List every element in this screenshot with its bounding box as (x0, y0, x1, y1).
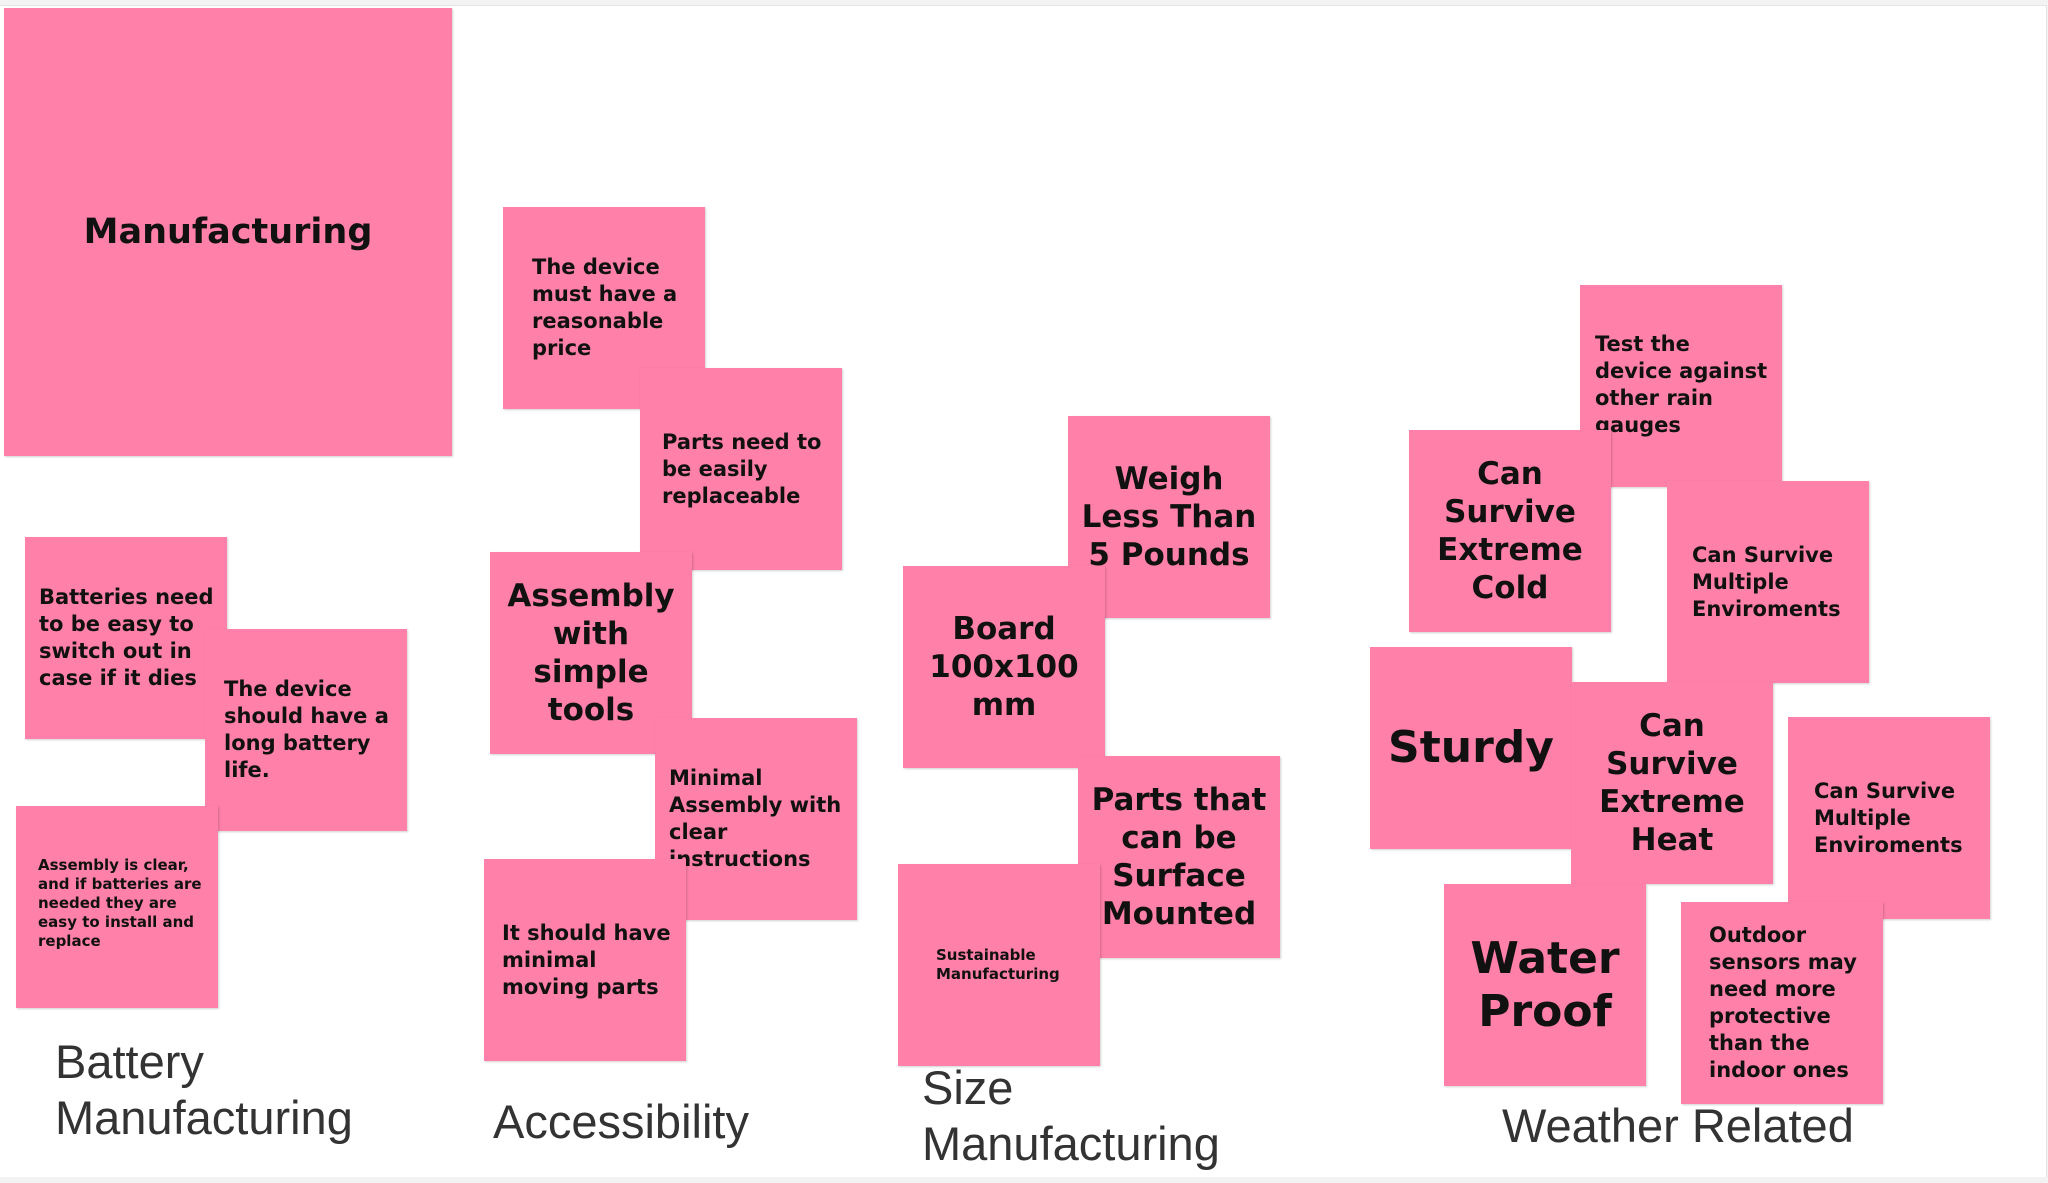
note-text: Can Survive Extreme Cold (1437, 456, 1583, 606)
group-label-accessibility: Accessibility (493, 1095, 749, 1148)
sticky-note-extreme-heat[interactable]: Can Survive Extreme Heat (1571, 682, 1773, 884)
note-text: Parts that can be Surface Mounted (1091, 782, 1267, 932)
sticky-note-assembly-simple-tools[interactable]: Assembly with simple tools (490, 552, 692, 754)
sticky-note-manufacturing[interactable]: Manufacturing (4, 8, 452, 456)
note-text: Assembly with simple tools (507, 578, 675, 728)
note-text: The device should have a long battery li… (224, 677, 389, 782)
note-text: Parts need to be easily replaceable (662, 429, 822, 508)
note-text: Assembly is clear, and if batteries are … (38, 856, 202, 950)
note-text: Sustainable Manufacturing (936, 946, 1060, 983)
note-text: Weigh Less Than 5 Pounds (1081, 461, 1257, 573)
sticky-note-board-size[interactable]: Board 100x100 mm (903, 566, 1105, 768)
sticky-note-assembly-clear[interactable]: Assembly is clear, and if batteries are … (16, 806, 218, 1008)
sticky-note-extreme-cold[interactable]: Can Survive Extreme Cold (1409, 430, 1611, 632)
note-text: Can Survive Multiple Enviroments (1814, 778, 1963, 857)
group-label-battery-manufacturing: Battery Manufacturing (55, 1035, 353, 1144)
sticky-note-minimal-moving-parts[interactable]: It should have minimal moving parts (484, 859, 686, 1061)
note-text: Minimal Assembly with clear instructions (669, 766, 842, 871)
note-text: Test the device against other rain gauge… (1595, 332, 1768, 437)
sticky-note-outdoor-sensors[interactable]: Outdoor sensors may need more protective… (1681, 902, 1883, 1104)
note-text: Batteries need to be easy to switch out … (39, 585, 214, 690)
note-text: Water Proof (1470, 933, 1620, 1037)
sticky-note-minimal-assembly[interactable]: Minimal Assembly with clear instructions (655, 718, 857, 920)
group-label-weather-related: Weather Related (1502, 1099, 1854, 1152)
sticky-note-water-proof[interactable]: Water Proof (1444, 884, 1646, 1086)
sticky-note-test-rain-gauges[interactable]: Test the device against other rain gauge… (1580, 285, 1782, 487)
sticky-note-multiple-enviroments-1[interactable]: Can Survive Multiple Enviroments (1667, 481, 1869, 683)
sticky-note-long-battery-life[interactable]: The device should have a long battery li… (205, 629, 407, 831)
note-text: It should have minimal moving parts (502, 920, 671, 999)
sticky-note-surface-mounted[interactable]: Parts that can be Surface Mounted (1078, 756, 1280, 958)
note-text: Board 100x100 mm (929, 611, 1079, 723)
sticky-note-parts-replaceable[interactable]: Parts need to be easily replaceable (640, 368, 842, 570)
sticky-note-sustainable[interactable]: Sustainable Manufacturing (898, 864, 1100, 1066)
sticky-note-multiple-enviroments-2[interactable]: Can Survive Multiple Enviroments (1788, 717, 1990, 919)
note-text: Can Survive Extreme Heat (1599, 708, 1745, 858)
sticky-note-reasonable-price[interactable]: The device must have a reasonable price (503, 207, 705, 409)
sticky-note-sturdy[interactable]: Sturdy (1370, 647, 1572, 849)
note-text: Outdoor sensors may need more protective… (1709, 923, 1857, 1082)
group-label-size-manufacturing: Size Manufacturing (922, 1061, 1220, 1170)
note-text: Can Survive Multiple Enviroments (1692, 542, 1841, 621)
note-text: Manufacturing (83, 212, 373, 252)
note-text: The device must have a reasonable price (532, 255, 678, 360)
sticky-note-batteries-easy-switch[interactable]: Batteries need to be easy to switch out … (25, 537, 227, 739)
note-text: Sturdy (1388, 722, 1554, 773)
whiteboard-canvas[interactable]: Manufacturing Batteries need to be easy … (0, 5, 2047, 1177)
